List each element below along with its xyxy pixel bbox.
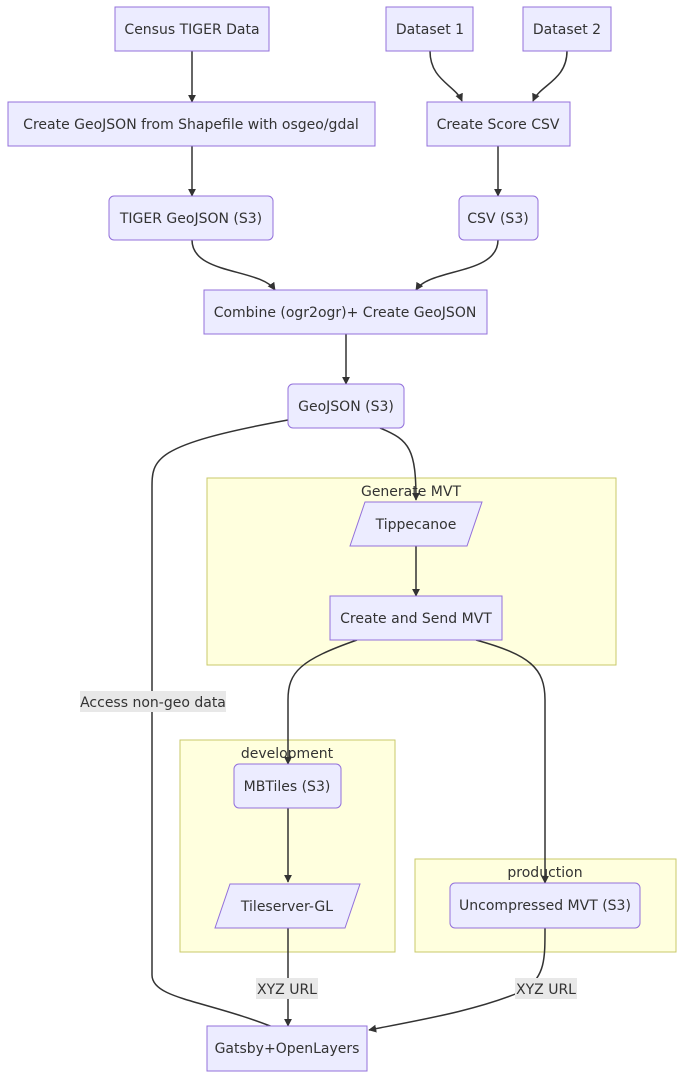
node-dataset-2[interactable]: Dataset 2 [522, 6, 612, 52]
node-combine-geojson[interactable]: Combine (ogr2ogr)+ Create GeoJSON [203, 289, 488, 335]
svg-text:Dataset 2: Dataset 2 [533, 22, 601, 38]
edge-dataset2-to-score-csv [532, 50, 568, 102]
edge-create-mvt-to-mbtiles [284, 639, 358, 765]
node-tileserver-gl[interactable]: Tileserver-GL [214, 883, 361, 929]
edge-csv-s3-to-combine [415, 239, 499, 291]
edge-geojson-to-gatsby [151, 419, 289, 1033]
edge-label-xyz-url-prod: XYZ URL [515, 978, 577, 999]
svg-text:Dataset 1: Dataset 1 [396, 22, 464, 38]
node-csv-s3[interactable]: CSV (S3) [458, 195, 539, 241]
edge-tiger-to-combine [191, 239, 276, 291]
node-tippecanoe[interactable]: Tippecanoe [349, 501, 483, 547]
svg-text:Tippecanoe: Tippecanoe [375, 517, 457, 533]
svg-text:Combine (ogr2ogr)+ Create GeoJ: Combine (ogr2ogr)+ Create GeoJSON [214, 305, 477, 321]
svg-text:XYZ URL: XYZ URL [257, 982, 317, 998]
edge-dataset1-to-score-csv [429, 50, 463, 102]
svg-text:Create GeoJSON from Shapefile: Create GeoJSON from Shapefile with osgeo… [23, 117, 359, 133]
svg-text:Create and Send MVT: Create and Send MVT [340, 611, 492, 627]
node-tiger-geojson-s3[interactable]: TIGER GeoJSON (S3) [108, 195, 274, 241]
svg-text:Gatsby+OpenLayers: Gatsby+OpenLayers [215, 1041, 360, 1057]
node-geojson-s3[interactable]: GeoJSON (S3) [287, 383, 405, 429]
edge-label-xyz-url-dev: XYZ URL [256, 978, 318, 999]
svg-text:Census TIGER Data: Census TIGER Data [124, 22, 259, 38]
node-create-send-mvt[interactable]: Create and Send MVT [329, 595, 503, 641]
edge-geojson-to-tippecanoe [379, 427, 420, 501]
svg-text:Tileserver-GL: Tileserver-GL [240, 899, 333, 915]
node-dataset-1[interactable]: Dataset 1 [385, 6, 474, 52]
node-gatsby-openlayers[interactable]: Gatsby+OpenLayers [206, 1025, 368, 1072]
svg-text:Uncompressed MVT (S3): Uncompressed MVT (S3) [459, 898, 631, 914]
svg-text:CSV (S3): CSV (S3) [467, 211, 528, 227]
cluster-generate-mvt-label: Generate MVT [361, 484, 461, 500]
edges [151, 50, 568, 1033]
svg-text:Create Score CSV: Create Score CSV [437, 117, 560, 133]
edge-create-mvt-to-uncompressed [475, 639, 549, 884]
node-create-score-csv[interactable]: Create Score CSV [426, 101, 571, 147]
svg-text:GeoJSON (S3): GeoJSON (S3) [298, 399, 394, 415]
svg-text:XYZ URL: XYZ URL [516, 982, 576, 998]
node-census-tiger-data[interactable]: Census TIGER Data [114, 6, 270, 52]
node-create-geojson-shapefile[interactable]: Create GeoJSON from Shapefile with osgeo… [7, 101, 376, 147]
node-uncompressed-mvt-s3[interactable]: Uncompressed MVT (S3) [449, 882, 641, 929]
svg-text:TIGER GeoJSON (S3): TIGER GeoJSON (S3) [119, 211, 262, 227]
edge-label-access-non-geo: Access non-geo data [80, 691, 226, 712]
node-mbtiles-s3[interactable]: MBTiles (S3) [233, 763, 342, 809]
edge-uncompressed-to-gatsby [368, 927, 546, 1033]
svg-text:Access non-geo data: Access non-geo data [80, 695, 226, 711]
svg-text:MBTiles (S3): MBTiles (S3) [244, 779, 331, 795]
